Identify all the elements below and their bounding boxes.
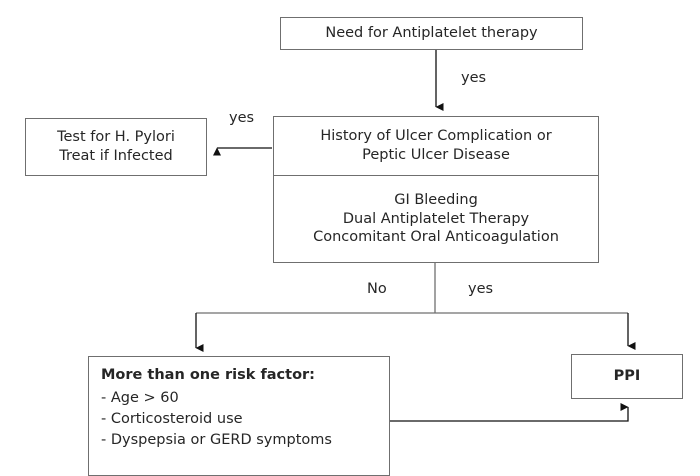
node-ppi[interactable]: PPI	[571, 354, 683, 399]
edge-label-start-to-history: yes	[461, 70, 487, 86]
node-history-of-ulcer[interactable]: History of Ulcer Complication or Peptic …	[273, 116, 599, 263]
edge-label-branch-yes: yes	[468, 281, 494, 297]
node-hpylori-label-line1: Test for H. Pylori	[57, 129, 175, 146]
node-need-for-antiplatelet-therapy[interactable]: Need for Antiplatelet therapy	[280, 17, 583, 50]
node-test-for-h-pylori[interactable]: Test for H. Pylori Treat if Infected	[25, 118, 207, 176]
node-more-than-one-risk-factor[interactable]: More than one risk factor: - Age > 60 - …	[88, 356, 390, 476]
edge-label-branch-no: No	[367, 281, 387, 297]
node-risk-item-corticosteroid: - Corticosteroid use	[101, 410, 243, 427]
node-history-top-line1: History of Ulcer Complication or	[320, 128, 552, 145]
node-hpylori-label-line2: Treat if Infected	[59, 148, 173, 164]
node-risk-title: More than one risk factor:	[101, 367, 315, 383]
node-history-top-section: History of Ulcer Complication or Peptic …	[274, 117, 598, 176]
node-history-bottom-line2: Dual Antiplatelet Therapy	[342, 210, 530, 227]
node-history-bottom-line1: GI Bleeding	[394, 191, 478, 208]
node-history-bottom-section: GI Bleeding Dual Antiplatelet Therapy Co…	[274, 176, 598, 262]
edge-risk-to-ppi	[390, 403, 629, 422]
node-risk-item-age: - Age > 60	[101, 389, 179, 406]
node-ppi-label: PPI	[613, 368, 641, 385]
node-history-bottom-line3: Concomitant Oral Anticoagulation	[313, 229, 559, 246]
node-risk-item-dyspepsia: - Dyspepsia or GERD symptoms	[101, 431, 332, 448]
node-start-label: Need for Antiplatelet therapy	[325, 25, 538, 42]
edge-label-history-to-hpylori: yes	[229, 110, 255, 126]
node-history-top-line2: Peptic Ulcer Disease	[362, 147, 510, 163]
